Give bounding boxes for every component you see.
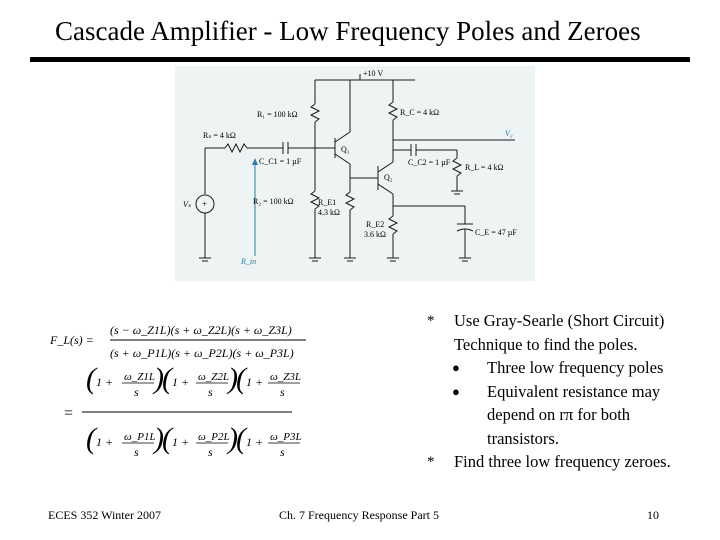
one-plus-1: 1 + <box>96 375 113 389</box>
bullet-list: * Use Gray-Searle (Short Circuit) Techni… <box>420 309 710 474</box>
paren-open-5: ( <box>162 422 174 455</box>
sub-bullet-1: ● Three low frequency poles <box>420 356 710 380</box>
rs-label: Rₛ = 4 kΩ <box>203 131 236 140</box>
rin-label: R_in <box>240 257 256 266</box>
paren-close-1: ) <box>152 362 164 395</box>
sub-bullet-dot-icon: ● <box>452 360 460 375</box>
sub-bullet-2-cont: depend on rπ for both <box>420 403 710 427</box>
vo-label: V₀ <box>505 129 513 138</box>
sub-bullet-dot-icon: ● <box>452 383 460 399</box>
circuit-diagram: + +10 V R₁ = 100 kΩ Rₛ = 4 kΩ C_C1 = 1 µ… <box>175 66 535 281</box>
slide-title: Cascade Amplifier - Low Frequency Poles … <box>55 16 641 46</box>
sub-bullet-text: Equivalent resistance may <box>487 381 661 401</box>
re1-value: 4.3 kΩ <box>318 208 340 217</box>
re2-label: R_E2 <box>366 220 384 229</box>
q1-label: Q₁ <box>341 145 350 154</box>
source-plus: + <box>202 199 207 209</box>
vs-label: Vₛ <box>183 200 192 209</box>
q2-label: Q₂ <box>384 173 393 182</box>
paren-close-4: ) <box>152 422 164 455</box>
transfer-function-formula: F_L(s) = (s − ω_Z1L)(s + ω_Z2L)(s + ω_Z3… <box>50 323 306 459</box>
s-den-2: s <box>208 445 213 459</box>
omega-p1l: ω_P1L <box>124 431 156 443</box>
formula-denominator-row: ( 1 + ω_P1L s ) ( 1 + ω_P2L s ) ( 1 + ω_… <box>86 422 302 459</box>
omega-z2l: ω_Z2L <box>198 371 229 383</box>
formula-equals: = <box>64 405 73 422</box>
paren-close-5: ) <box>226 422 238 455</box>
omega-p3l: ω_P3L <box>270 431 302 443</box>
cc1-label: C_C1 = 1 µF <box>259 157 302 166</box>
s-num-3: s <box>280 385 285 399</box>
one-plus-2: 1 + <box>172 375 189 389</box>
sub-bullet-2: ● Equivalent resistance may <box>420 380 710 404</box>
paren-open-3: ( <box>236 362 248 395</box>
rin-arrowhead <box>252 158 258 165</box>
paren-open-6: ( <box>236 422 248 455</box>
vcc-label: +10 V <box>363 69 383 78</box>
title-divider <box>30 57 690 62</box>
sub-bullet-text: transistors. <box>487 428 559 448</box>
formula-numerator-row: ( 1 + ω_Z1L s ) ( 1 + ω_Z2L s ) ( 1 + ω_… <box>86 362 301 399</box>
paren-open-4: ( <box>86 422 98 455</box>
rl-label: R_L = 4 kΩ <box>465 163 503 172</box>
sub-bullet-text: depend on rπ for both <box>487 405 631 424</box>
sub-bullet-text: Three low frequency poles <box>487 358 664 377</box>
s-den-3: s <box>280 445 285 459</box>
bullet-marker: * <box>427 454 435 470</box>
footer-chapter: Ch. 7 Frequency Response Part 5 <box>279 508 439 522</box>
s-num-1: s <box>134 385 139 399</box>
paren-open-2: ( <box>162 362 174 395</box>
paren-open-1: ( <box>86 362 98 395</box>
omega-p2l: ω_P2L <box>198 431 230 443</box>
bullet-text: Find three low frequency zeroes. <box>454 452 671 471</box>
bullet-item-2: * Find three low frequency zeroes. <box>420 450 710 474</box>
s-num-2: s <box>208 385 213 399</box>
rc-label: R_C = 4 kΩ <box>400 108 439 117</box>
page-number: 10 <box>647 508 659 522</box>
omega-z1l: ω_Z1L <box>124 371 155 383</box>
re1-label: R_E1 <box>318 198 336 207</box>
sub-bullet-2-cont: transistors. <box>420 427 710 451</box>
bullet-text: Use Gray-Searle (Short Circuit) <box>454 311 665 330</box>
footer-course: ECES 352 Winter 2007 <box>48 508 161 522</box>
bullet-text: Technique to find the poles. <box>454 334 638 354</box>
r2-label: R₂ = 100 kΩ <box>253 197 294 206</box>
formula-top-numerator: (s − ω_Z1L)(s + ω_Z2L)(s + ω_Z3L) <box>110 323 292 337</box>
re2-value: 3.6 kΩ <box>364 230 386 239</box>
cc2-label: C_C2 = 1 µF <box>408 158 451 167</box>
bullet-item-1: * Use Gray-Searle (Short Circuit) <box>420 309 710 333</box>
one-plus-5: 1 + <box>172 435 189 449</box>
paren-close-2: ) <box>226 362 238 395</box>
bullet-item-1-cont: Technique to find the poles. <box>420 333 710 357</box>
formula-top-denominator: (s + ω_P1L)(s + ω_P2L)(s + ω_P3L) <box>110 346 294 360</box>
s-den-1: s <box>134 445 139 459</box>
formula-lhs: F_L(s) = <box>50 333 94 347</box>
one-plus-6: 1 + <box>246 435 263 449</box>
one-plus-4: 1 + <box>96 435 113 449</box>
r1-label: R₁ = 100 kΩ <box>257 110 298 119</box>
ce-label: C_E = 47 µF <box>475 228 517 237</box>
scan-background <box>175 66 535 281</box>
omega-z3l: ω_Z3L <box>270 371 301 383</box>
bullet-marker: * <box>427 313 435 329</box>
one-plus-3: 1 + <box>246 375 263 389</box>
